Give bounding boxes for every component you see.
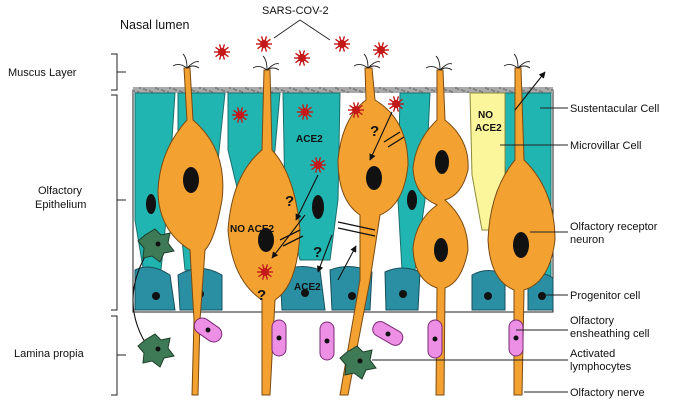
question-mark: ? [370,123,379,140]
progenitor-nucleus [348,292,356,300]
virus-particle [256,36,272,51]
neuron-cilia [173,54,530,70]
lamina-propia-label: Lamina propia [14,348,85,360]
neuron-nucleus [435,150,449,174]
neuron-nucleus [183,167,199,193]
progenitor-cell [385,268,420,310]
mucus-layer [133,87,553,93]
microvillar-no-label: NO [478,110,493,121]
virus-label: SARS-COV-2 [262,5,329,17]
neuron-nucleus [434,238,448,262]
sustentacular-label: Sustentacular Cell [570,103,659,115]
virus-particle [214,44,230,59]
progenitor-nucleus [538,292,546,300]
nasal-lumen-label: Nasal lumen [120,18,190,32]
no-ace2-neuron-label: NO ACE2 [230,224,275,235]
olfactory-nerve-label: Olfactory nerve [570,387,645,399]
ace2-top-label: ACE2 [296,134,323,145]
lymphocytes-label-line2: lymphocytes [570,361,632,373]
neuron-nucleus [513,232,529,258]
epithelium-label-line2: Epithelium [35,199,86,211]
virus-particle [294,50,310,65]
lymphocytes-label-line1: Activated [570,348,615,360]
sustentacular-nucleus [312,195,324,219]
epithelium-label-line1: Olfactory [38,185,83,197]
ace2-bottom-label: ACE2 [294,282,321,293]
question-mark: ? [257,287,266,304]
virus-label-lines [274,20,330,40]
ensheathing-label-line2: ensheathing cell [570,328,650,340]
progenitor-nucleus [484,292,492,300]
mucus-layer-label: Muscus Layer [8,67,77,79]
question-mark: ? [313,244,322,261]
receptor-label-line2: neuron [570,234,604,246]
virus-particle [373,42,389,57]
neuron-nucleus [366,166,382,190]
progenitor-label: Progenitor cell [570,290,640,302]
mucus-bracket [111,54,117,90]
sustentacular-nucleus [407,190,417,210]
progenitor-nucleus [152,292,160,300]
ensheathing-label-line1: Olfactory [570,315,615,327]
receptor-label-line1: Olfactory receptor [570,221,658,233]
virus-particle [334,36,350,51]
question-mark: ? [285,193,294,210]
microvillar-label: Microvillar Cell [570,140,642,152]
epithelium-bracket [111,95,117,310]
sustentacular-nucleus [146,194,156,214]
ensheathing-nuclei [206,328,519,344]
lamina-bracket [111,316,117,395]
microvillar-ace2-label: ACE2 [475,123,502,134]
progenitor-nucleus [399,290,407,298]
left-brackets [111,54,126,395]
